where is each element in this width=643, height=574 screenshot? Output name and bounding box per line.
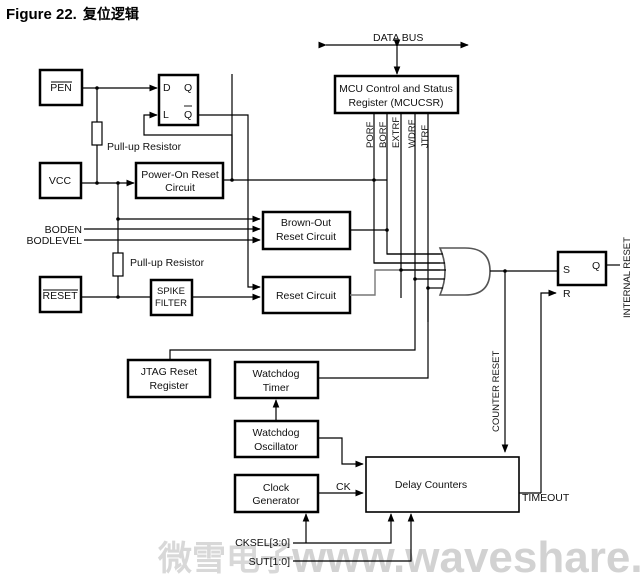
watchdog-oscillator: Watchdog Oscillator: [233, 419, 320, 459]
latch-d: D: [163, 82, 171, 94]
flag-borf: BORF: [378, 121, 389, 148]
spike-line2: FILTER: [155, 298, 187, 309]
bor-line2: Reset Circuit: [276, 231, 336, 243]
figure-caption: 复位逻辑: [82, 7, 139, 23]
reset-circuit-label: Reset Circuit: [276, 290, 336, 302]
wdo-line1: Watchdog: [253, 427, 300, 439]
vcc-label: VCC: [49, 175, 72, 187]
latch-l: L: [163, 109, 169, 121]
reset-circuit: Reset Circuit: [261, 275, 352, 315]
jtag-line2: Register: [149, 380, 189, 392]
wdt-line1: Watchdog: [253, 368, 300, 380]
vcc-block: VCC: [38, 161, 83, 200]
sut-label: SUT[1:0]: [249, 556, 291, 568]
timeout-label: TIMEOUT: [522, 492, 570, 504]
jtag-line1: JTAG Reset: [141, 366, 197, 378]
clock-line1: Clock: [263, 482, 290, 494]
pen-label: PEN: [50, 82, 72, 94]
mcucsr-register: MCU Control and Status Register (MCUCSR)…: [333, 74, 460, 148]
counter-reset-label: COUNTER RESET: [491, 351, 502, 432]
watchdog-timer: Watchdog Timer: [233, 360, 320, 400]
flag-porf: PORF: [365, 121, 376, 148]
spike-line1: SPIKE: [157, 286, 185, 297]
pullup-resistor-bottom: Pull-up Resistor: [112, 252, 205, 297]
pullup-bottom-label: Pull-up Resistor: [130, 257, 205, 269]
por-line1: Power-On Reset: [141, 169, 219, 181]
latch-q: Q: [184, 82, 192, 94]
or-gate: [438, 247, 491, 296]
watermark-url: www.waveshare.net: [291, 533, 643, 574]
jtag-reset-register: JTAG Reset Register: [126, 358, 212, 399]
brown-out-reset-circuit: Brown-Out Reset Circuit: [261, 210, 352, 251]
data-bus: DATA BUS: [318, 32, 469, 75]
register-line2: Register (MCUCSR): [348, 97, 443, 109]
flag-jtrf: JTRF: [420, 125, 431, 148]
wdt-line2: Timer: [263, 382, 290, 394]
pullup-resistor-top: Pull-up Resistor: [91, 88, 182, 183]
pullup-top-label: Pull-up Resistor: [107, 141, 182, 153]
spike-filter: SPIKE FILTER: [149, 278, 194, 317]
power-on-reset-circuit: Power-On Reset Circuit: [134, 161, 225, 200]
flag-extrf: EXTRF: [391, 117, 402, 148]
delay-counters-label: Delay Counters: [395, 479, 467, 491]
reset-pin-block: RESET: [38, 275, 83, 314]
internal-reset-label: INTERNAL RESET: [622, 237, 633, 318]
clock-line2: Generator: [252, 495, 300, 507]
sr-q: Q: [592, 260, 600, 272]
figure-title: Figure 22. 复位逻辑: [6, 4, 139, 24]
data-bus-label: DATA BUS: [373, 32, 423, 44]
bor-line1: Brown-Out: [281, 217, 331, 229]
ck-label: CK: [336, 481, 351, 493]
delay-counters: Delay Counters: [365, 456, 520, 513]
flag-wdrf: WDRF: [407, 119, 418, 148]
cksel-label: CKSEL[3:0]: [235, 537, 290, 549]
latch-qbar: Q: [184, 109, 192, 121]
d-latch: D Q L Q: [157, 73, 200, 127]
watermark-cn: 微雪电子: [157, 539, 294, 574]
figure-number: Figure 22.: [6, 6, 77, 23]
wdo-line2: Oscillator: [254, 441, 298, 453]
reset-pin-label: RESET: [42, 290, 78, 302]
boden-label: BODEN: [45, 224, 82, 236]
clock-generator: Clock Generator: [233, 473, 320, 514]
bodlevel-label: BODLEVEL: [27, 235, 83, 247]
sr-s: S: [563, 264, 570, 276]
sr-latch: S R Q: [556, 250, 608, 300]
watermark: 微雪电子 www.waveshare.net: [157, 533, 643, 574]
sr-r: R: [563, 288, 571, 300]
por-line2: Circuit: [165, 182, 195, 194]
register-line1: MCU Control and Status: [339, 83, 453, 95]
pen-block: PEN: [38, 68, 84, 107]
